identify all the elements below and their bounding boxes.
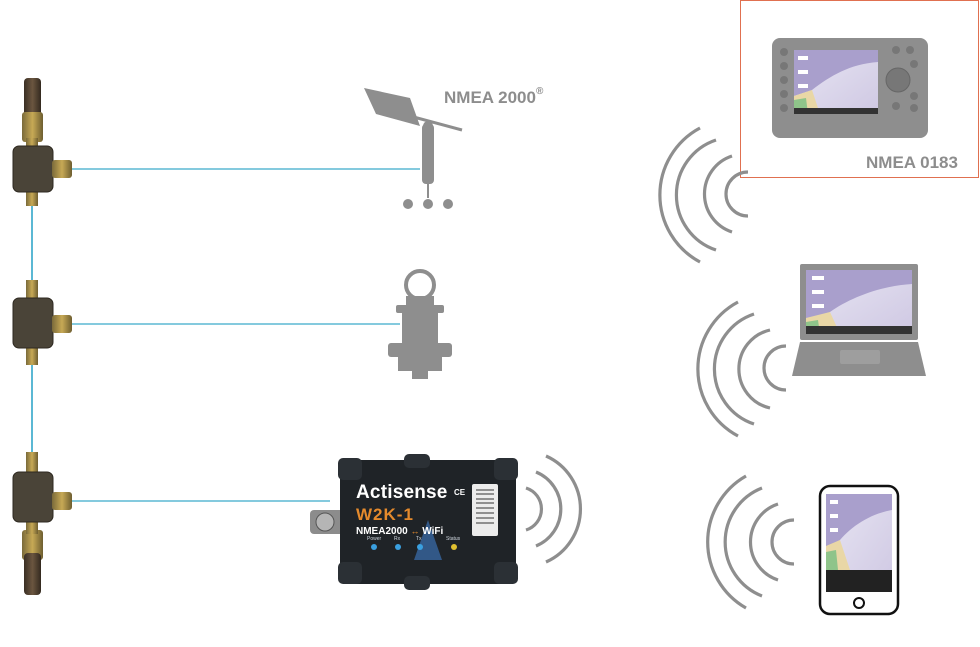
wifi-gateway [310,454,518,590]
led-status-label: Status [446,536,461,542]
terminator-bottom [22,530,43,595]
terminator-top [22,78,43,142]
tee-connector-1 [12,138,72,206]
led-power-label: Power [367,536,382,542]
device-subtitle-left: NMEA2000 [356,526,408,537]
device-subtitle: NMEA2000 ↔ WiFi [356,526,443,537]
nmea0183-label: NMEA 0183 [866,153,958,172]
wifi-waves-icon [706,474,795,610]
ce-mark: CE [454,488,466,497]
tee-connector-2 [12,280,72,365]
wifi-waves-icon [658,126,749,264]
led-tx-label: Tx [416,536,422,542]
nmea0183-highlight-box [740,0,979,178]
nmea2000-text: NMEA 2000 [444,88,536,107]
wind-sensor-icon [364,88,463,209]
chartplotter-icon [772,38,928,138]
led-rx-label: Rx [394,536,401,542]
device-model: W2K-1 [356,505,414,524]
nmea2000-label: NMEA 2000® [444,86,544,108]
device-brand: Actisense [356,482,448,503]
depth-transducer-icon [388,269,452,379]
bidirectional-arrow-icon: ↔ [410,526,420,536]
tablet-icon [818,484,900,616]
wifi-waves-icon [696,300,787,438]
device-subtitle-right: WiFi [422,526,444,537]
laptop-icon [792,264,926,376]
registered-mark: ® [535,86,544,97]
wifi-waves-icon [525,454,583,564]
tee-connector-3 [12,452,72,534]
